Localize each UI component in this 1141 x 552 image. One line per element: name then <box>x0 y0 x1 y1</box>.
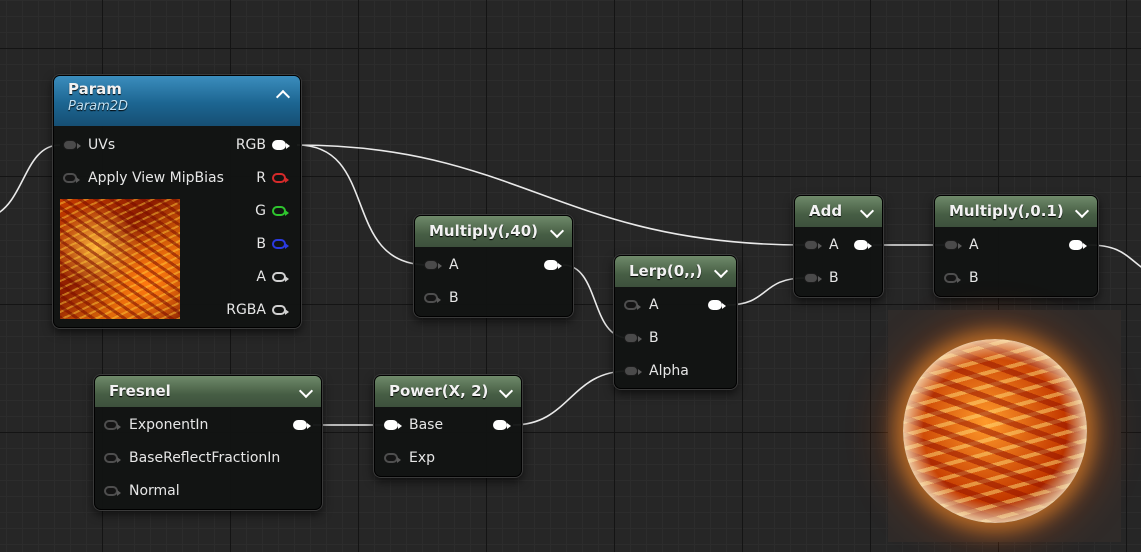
param-output-rgba: RGBA <box>226 302 266 318</box>
pin-icon[interactable] <box>63 140 81 150</box>
pin-icon[interactable] <box>272 173 289 183</box>
pin-icon[interactable] <box>293 420 311 430</box>
multiply-40-header[interactable]: Multiply(,40) <box>415 216 572 247</box>
lerp-header[interactable]: Lerp(0,,) <box>615 256 736 287</box>
lerp-input-alpha: Alpha <box>649 363 689 379</box>
multiply-40-input-a: A <box>449 257 459 273</box>
multiply-01-input-a: A <box>969 237 979 253</box>
chevron-down-icon[interactable] <box>859 203 875 219</box>
chevron-down-icon[interactable] <box>549 223 565 239</box>
wire-rgb-to-multiply <box>296 144 429 266</box>
fresnel-input-basereflect: BaseReflectFractionIn <box>129 450 281 466</box>
multiply-01-title: Multiply(,0.1) <box>949 202 1064 220</box>
param-node[interactable]: Param Param2D UVs Apply View MipBias RGB… <box>53 75 301 328</box>
fresnel-input-exponent: ExponentIn <box>129 417 209 433</box>
pin-icon[interactable] <box>424 260 442 270</box>
pin-icon[interactable] <box>104 486 121 496</box>
pin-icon[interactable] <box>624 366 642 376</box>
pin-icon[interactable] <box>384 453 401 463</box>
param-node-title: Param <box>68 80 122 98</box>
wire-lerp-to-add <box>726 277 806 306</box>
fresnel-header[interactable]: Fresnel <box>95 376 321 407</box>
multiply-01-node[interactable]: Multiply(,0.1) A B <box>934 195 1098 297</box>
wire-power-to-lerp <box>512 370 629 426</box>
param-node-header[interactable]: Param Param2D <box>54 76 300 126</box>
pin-icon[interactable] <box>384 420 402 430</box>
pin-icon[interactable] <box>804 240 822 250</box>
power-input-base: Base <box>409 417 444 433</box>
wire-incoming-uvs <box>0 144 61 213</box>
multiply-40-title: Multiply(,40) <box>429 222 538 240</box>
pin-icon[interactable] <box>624 300 641 310</box>
pin-icon[interactable] <box>944 240 962 250</box>
wire-rgb-to-add <box>296 144 806 246</box>
sphere-preview <box>903 339 1087 523</box>
power-input-exp: Exp <box>409 450 436 466</box>
fresnel-node[interactable]: Fresnel ExponentIn BaseReflectFractionIn… <box>94 375 322 510</box>
lerp-title: Lerp(0,,) <box>629 262 703 280</box>
add-title: Add <box>809 202 843 220</box>
lerp-node[interactable]: Lerp(0,,) A B Alpha <box>614 255 737 389</box>
power-node[interactable]: Power(X, 2) Base Exp <box>374 375 522 477</box>
param-output-r: R <box>256 170 266 186</box>
pin-icon[interactable] <box>493 420 511 430</box>
pin-icon[interactable] <box>104 420 121 430</box>
pin-icon[interactable] <box>63 173 80 183</box>
pin-icon[interactable] <box>272 272 289 282</box>
pin-icon[interactable] <box>104 453 121 463</box>
add-node[interactable]: Add A B <box>794 195 883 297</box>
param-output-rgb: RGB <box>235 137 266 153</box>
multiply-01-input-b: B <box>969 270 979 286</box>
pin-icon[interactable] <box>1069 240 1087 250</box>
chevron-down-icon[interactable] <box>713 263 729 279</box>
pin-icon[interactable] <box>272 239 289 249</box>
pin-icon[interactable] <box>804 273 822 283</box>
pin-icon[interactable] <box>624 333 642 343</box>
param-output-a: A <box>256 269 266 285</box>
multiply-40-input-b: B <box>449 290 459 306</box>
param-output-b: B <box>256 236 266 252</box>
pin-icon[interactable] <box>424 293 441 303</box>
multiply-40-node[interactable]: Multiply(,40) A B <box>414 215 573 317</box>
lerp-input-a: A <box>649 297 659 313</box>
pin-icon[interactable] <box>544 260 562 270</box>
fresnel-input-normal: Normal <box>129 483 180 499</box>
param-input-mipbias: Apply View MipBias <box>88 170 224 186</box>
chevron-down-icon[interactable] <box>1074 203 1090 219</box>
texture-thumbnail <box>60 199 180 319</box>
pin-icon[interactable] <box>272 140 290 150</box>
add-header[interactable]: Add <box>795 196 882 227</box>
power-title: Power(X, 2) <box>389 382 489 400</box>
chevron-down-icon[interactable] <box>298 383 314 399</box>
power-header[interactable]: Power(X, 2) <box>375 376 521 407</box>
chevron-down-icon[interactable] <box>498 383 514 399</box>
param-input-uvs: UVs <box>88 137 116 153</box>
multiply-01-header[interactable]: Multiply(,0.1) <box>935 196 1097 227</box>
lerp-input-b: B <box>649 330 659 346</box>
param-output-g: G <box>255 203 266 219</box>
pin-icon[interactable] <box>272 305 289 315</box>
param-node-subtitle: Param2D <box>68 99 129 114</box>
pin-icon[interactable] <box>854 240 872 250</box>
add-input-b: B <box>829 270 839 286</box>
pin-icon[interactable] <box>708 300 726 310</box>
fresnel-title: Fresnel <box>109 382 171 400</box>
pin-icon[interactable] <box>272 206 289 216</box>
material-preview[interactable] <box>888 310 1121 542</box>
pin-icon[interactable] <box>944 273 961 283</box>
add-input-a: A <box>829 237 839 253</box>
